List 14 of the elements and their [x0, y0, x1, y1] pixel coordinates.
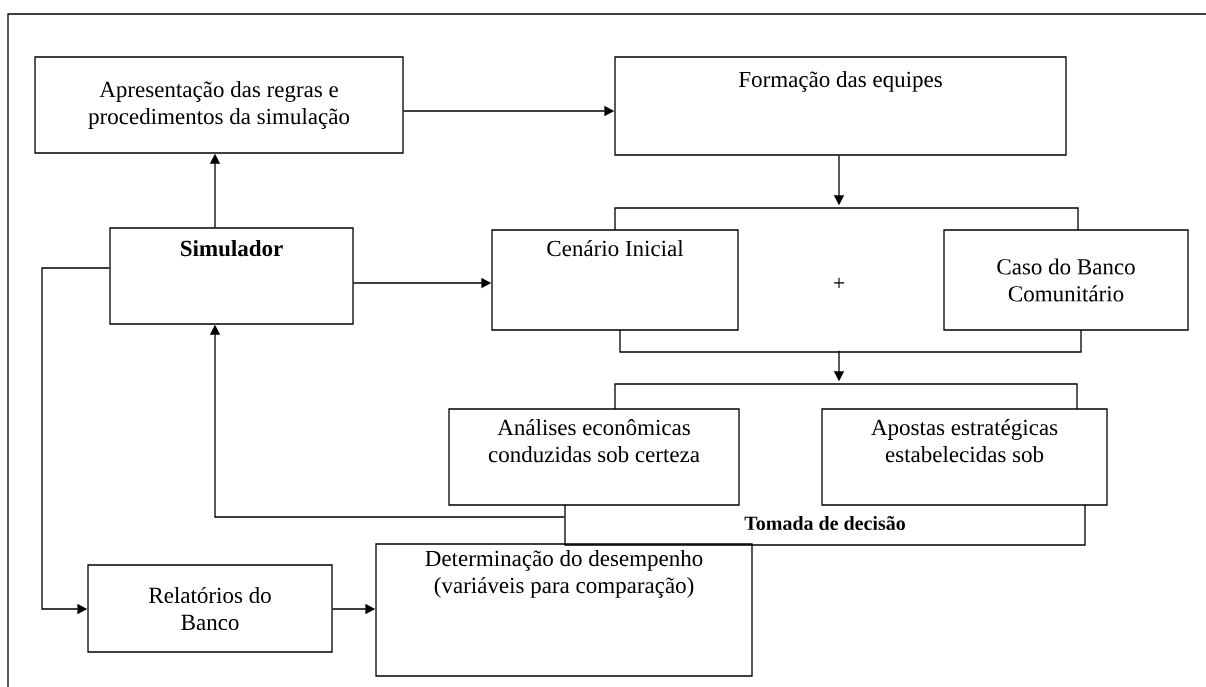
process-box: Formação das equipes: [614, 56, 1067, 156]
process-box: Simulador: [109, 227, 354, 325]
process-box: Apostas estratégicas estabelecidas sob: [821, 408, 1108, 506]
process-box: Apresentação das regras e procedimentos da simulação: [34, 56, 404, 154]
process-box: Caso do Banco Comunitário: [943, 229, 1189, 331]
plus-sign: +: [833, 277, 845, 289]
bracket: [614, 383, 1078, 410]
process-box: Determinação do desempenho (variáveis para comparação): [375, 543, 753, 677]
process-box: Cenário Inicial: [491, 229, 739, 331]
bracket: [614, 207, 1079, 231]
process-box: Análises econômicas conduzidas sob certeza: [448, 408, 740, 506]
process-box: Relatórios do Banco: [87, 564, 333, 653]
bracket: Tomada de decisão: [564, 504, 1086, 546]
bracket: [619, 329, 1082, 353]
